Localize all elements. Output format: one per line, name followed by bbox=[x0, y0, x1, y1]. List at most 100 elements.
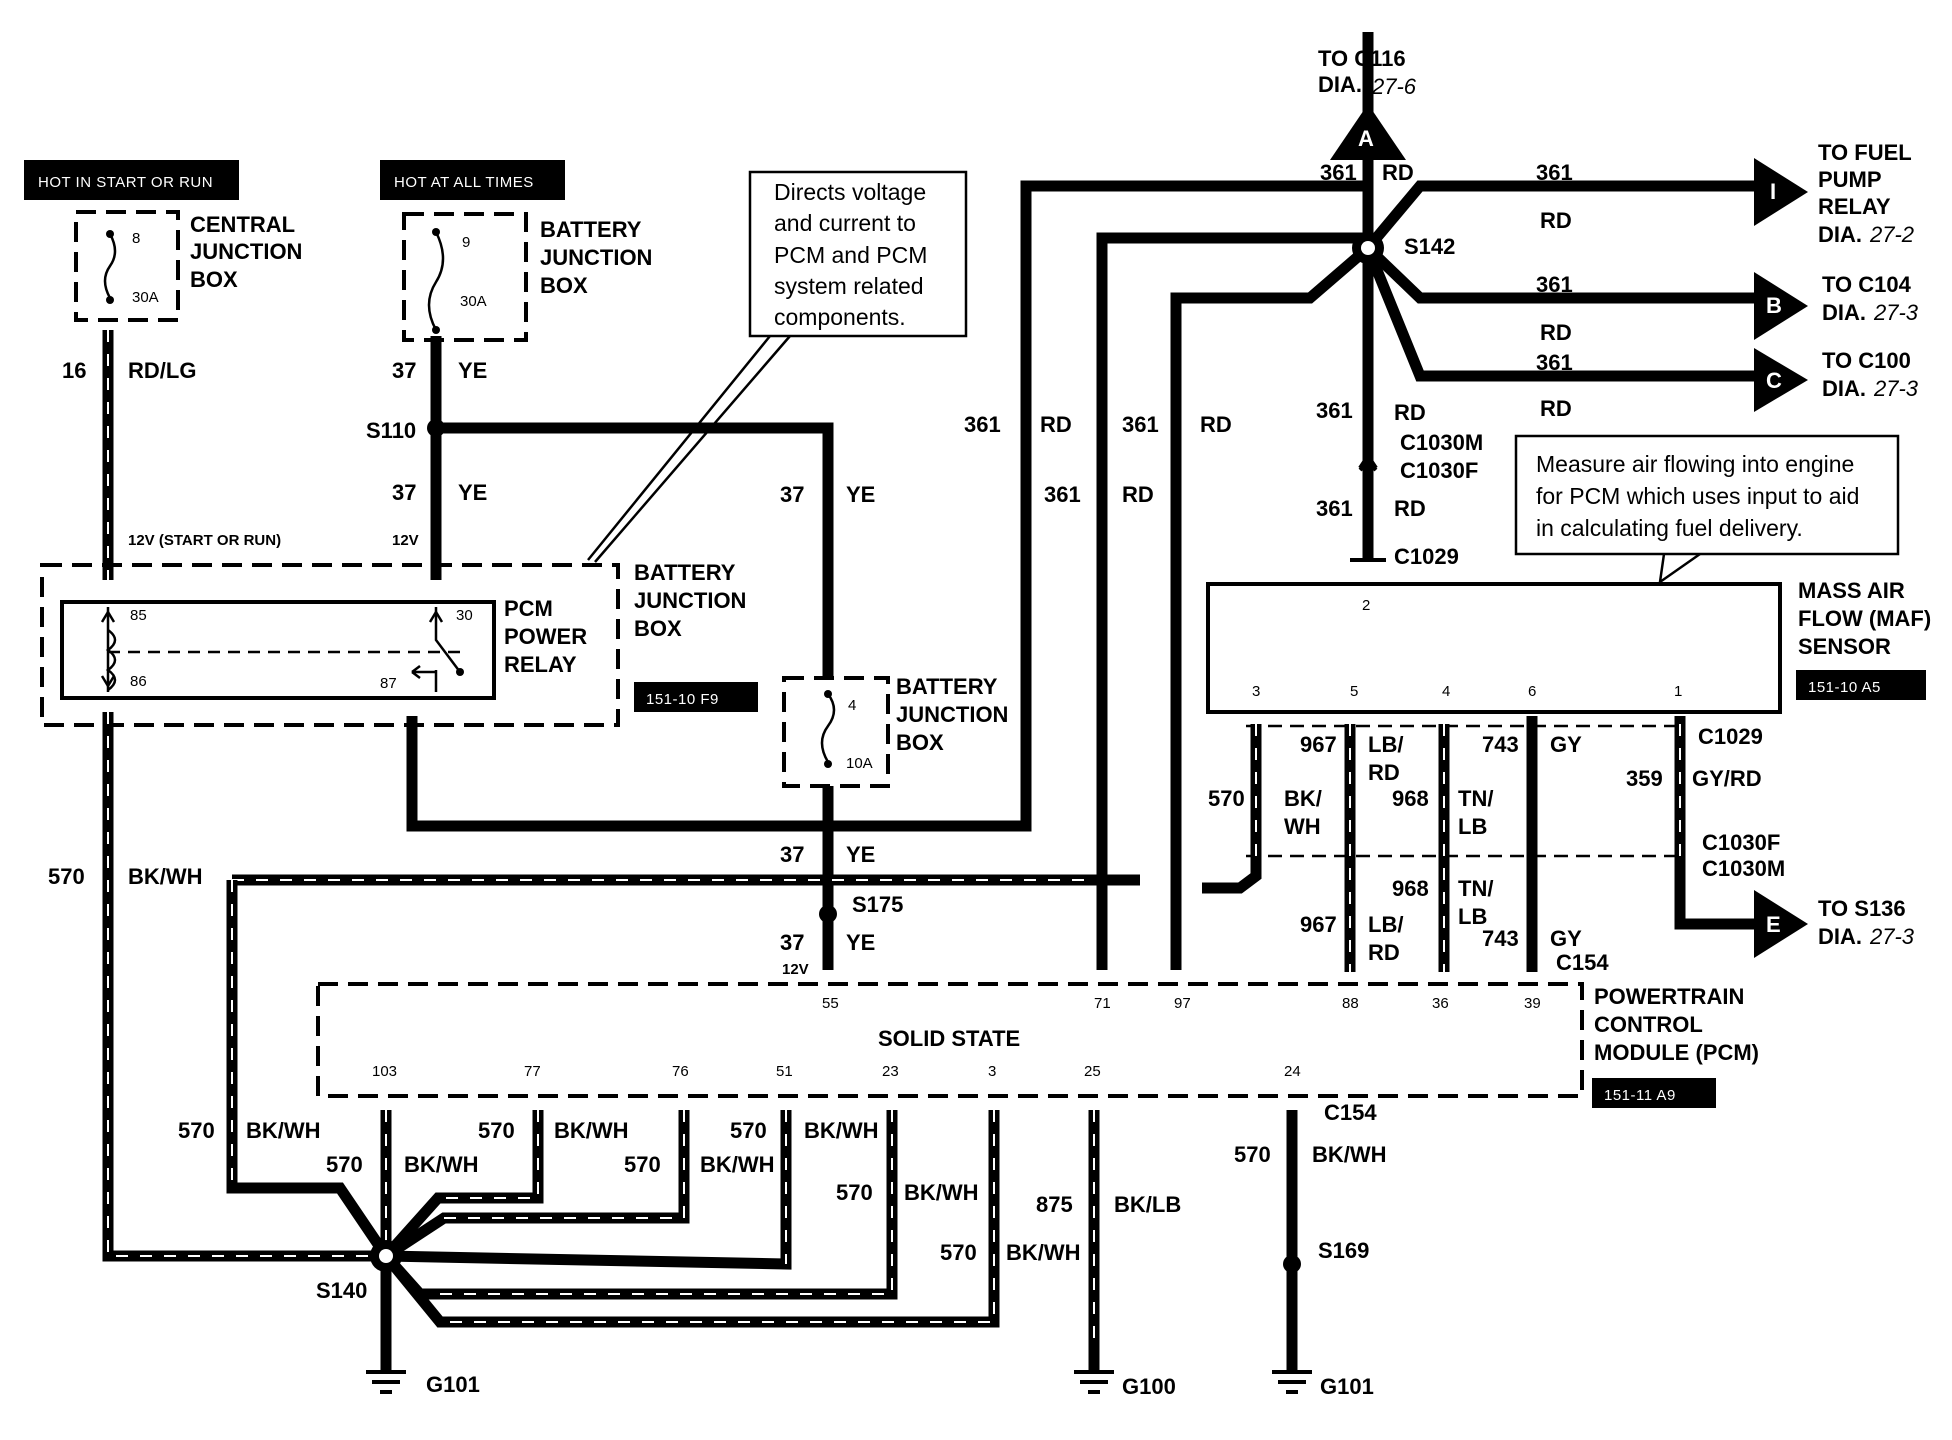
svg-text:361: 361 bbox=[1316, 496, 1353, 521]
c1030-connector-mark bbox=[1358, 454, 1378, 472]
svg-text:37: 37 bbox=[780, 482, 804, 507]
svg-text:85: 85 bbox=[130, 607, 147, 624]
svg-text:30A: 30A bbox=[132, 289, 159, 306]
svg-text:37: 37 bbox=[780, 930, 804, 955]
svg-text:570: 570 bbox=[178, 1118, 215, 1143]
hot-start-run-tag: HOT IN START OR RUN bbox=[24, 160, 239, 200]
svg-text:77: 77 bbox=[524, 1063, 541, 1080]
svg-text:39: 39 bbox=[1524, 995, 1541, 1012]
svg-text:97: 97 bbox=[1174, 995, 1191, 1012]
svg-text:87: 87 bbox=[380, 675, 397, 692]
svg-text:components.: components. bbox=[774, 304, 906, 330]
svg-text:PCM: PCM bbox=[504, 596, 553, 621]
svg-text:G100: G100 bbox=[1122, 1374, 1176, 1399]
splice-labels: S110 S175 S142 S140 S169 bbox=[316, 234, 1455, 1303]
battery-junction-box-fuse4: 4 10A BATTERY JUNCTION BOX bbox=[782, 674, 1008, 788]
svg-text:8: 8 bbox=[132, 230, 140, 247]
ground-symbol-g101-right: G101 bbox=[1272, 1370, 1374, 1399]
svg-text:16: 16 bbox=[62, 358, 86, 383]
svg-text:JUNCTION: JUNCTION bbox=[634, 588, 746, 613]
svg-text:361: 361 bbox=[1536, 160, 1573, 185]
battery-junction-box-top: 9 30A BATTERY JUNCTION BOX bbox=[402, 212, 652, 342]
svg-text:RELAY: RELAY bbox=[504, 652, 577, 677]
svg-text:570: 570 bbox=[326, 1152, 363, 1177]
svg-text:S110: S110 bbox=[366, 418, 416, 443]
svg-text:RELAY: RELAY bbox=[1818, 194, 1891, 219]
svg-text:S140: S140 bbox=[316, 1278, 367, 1303]
svg-text:37: 37 bbox=[780, 842, 804, 867]
svg-text:88: 88 bbox=[1342, 995, 1359, 1012]
svg-text:BK/WH: BK/WH bbox=[804, 1118, 879, 1143]
svg-text:BOX: BOX bbox=[540, 273, 588, 298]
svg-text:1: 1 bbox=[1674, 683, 1682, 700]
svg-text:DIA.: DIA. bbox=[1822, 376, 1866, 401]
note-pcm-callout: Directs voltage and current to PCM and P… bbox=[587, 170, 968, 563]
svg-text:MODULE (PCM): MODULE (PCM) bbox=[1594, 1040, 1759, 1065]
svg-text:C1030F: C1030F bbox=[1702, 830, 1780, 855]
svg-text:76: 76 bbox=[672, 1063, 689, 1080]
svg-text:RD: RD bbox=[1200, 412, 1232, 437]
svg-text:361: 361 bbox=[1316, 398, 1353, 423]
svg-text:151-10 A5: 151-10 A5 bbox=[1808, 679, 1881, 696]
svg-text:36: 36 bbox=[1432, 995, 1449, 1012]
maf-connector-lines bbox=[1246, 724, 1680, 858]
svg-text:361: 361 bbox=[1044, 482, 1081, 507]
svg-text:DIA.: DIA. bbox=[1818, 222, 1862, 247]
svg-text:10A: 10A bbox=[846, 755, 873, 772]
svg-text:YE: YE bbox=[458, 480, 487, 505]
svg-text:BATTERY: BATTERY bbox=[540, 217, 642, 242]
svg-text:5: 5 bbox=[1350, 683, 1358, 700]
svg-text:LB: LB bbox=[1458, 814, 1487, 839]
svg-text:71: 71 bbox=[1094, 995, 1111, 1012]
svg-text:BK/WH: BK/WH bbox=[246, 1118, 321, 1143]
svg-text:C1030M: C1030M bbox=[1400, 430, 1483, 455]
svg-text:6: 6 bbox=[1528, 683, 1536, 700]
arrow-c: C TO C100 DIA. 27-3 bbox=[1754, 348, 1919, 412]
svg-text:TO C116: TO C116 bbox=[1318, 46, 1406, 71]
svg-text:TN/: TN/ bbox=[1458, 786, 1493, 811]
svg-text:4: 4 bbox=[848, 697, 856, 714]
svg-text:968: 968 bbox=[1392, 876, 1429, 901]
svg-text:TN/: TN/ bbox=[1458, 876, 1493, 901]
svg-text:3: 3 bbox=[988, 1063, 996, 1080]
svg-text:RD: RD bbox=[1540, 208, 1572, 233]
svg-text:37: 37 bbox=[392, 358, 416, 383]
arrow-b: B TO C104 DIA. 27-3 bbox=[1754, 272, 1919, 340]
ground-symbol-g101-left: G101 bbox=[366, 1370, 480, 1397]
svg-text:DIA.: DIA. bbox=[1318, 72, 1362, 97]
svg-text:Measure air flowing into engin: Measure air flowing into engine bbox=[1536, 451, 1854, 477]
svg-text:DIA.: DIA. bbox=[1818, 924, 1862, 949]
connector-labels: C1030M C1030F C1029 C1029 C1030F C1030M … bbox=[1324, 430, 1785, 1125]
svg-text:DIA.: DIA. bbox=[1822, 300, 1866, 325]
svg-text:BOX: BOX bbox=[896, 730, 944, 755]
svg-text:YE: YE bbox=[846, 930, 875, 955]
svg-text:TO C104: TO C104 bbox=[1822, 272, 1912, 297]
pcm-module: SOLID STATE 12V 55 71 97 88 36 39 103 77… bbox=[316, 961, 1759, 1108]
svg-text:S175: S175 bbox=[852, 892, 903, 917]
svg-text:C: C bbox=[1766, 368, 1782, 393]
maf-sensor: 2 3 5 4 6 1 MASS AIR FLOW (MAF) SENSOR 1… bbox=[1206, 578, 1931, 714]
svg-text:967: 967 bbox=[1300, 912, 1337, 937]
maf-wires bbox=[1202, 716, 1760, 972]
svg-text:GY: GY bbox=[1550, 732, 1582, 757]
svg-text:C1029: C1029 bbox=[1394, 544, 1459, 569]
svg-text:C1030M: C1030M bbox=[1702, 856, 1785, 881]
svg-text:in calculating fuel delivery.: in calculating fuel delivery. bbox=[1536, 515, 1803, 541]
svg-text:GY/RD: GY/RD bbox=[1692, 766, 1762, 791]
svg-text:86: 86 bbox=[130, 673, 147, 690]
svg-text:BATTERY: BATTERY bbox=[634, 560, 736, 585]
svg-text:3: 3 bbox=[1252, 683, 1260, 700]
svg-text:570: 570 bbox=[624, 1152, 661, 1177]
svg-text:BK/WH: BK/WH bbox=[404, 1152, 479, 1177]
svg-text:361: 361 bbox=[964, 412, 1001, 437]
svg-text:BOX: BOX bbox=[634, 616, 682, 641]
svg-text:570: 570 bbox=[836, 1180, 873, 1205]
svg-text:12V: 12V bbox=[392, 532, 419, 549]
arrow-a: A TO C116 DIA. 27-6 bbox=[1318, 46, 1417, 160]
svg-text:BK/: BK/ bbox=[1284, 786, 1322, 811]
svg-text:25: 25 bbox=[1084, 1063, 1101, 1080]
arrow-fuel-pump: I TO FUEL PUMP RELAY DIA. 27-2 bbox=[1754, 140, 1914, 247]
svg-text:LB/: LB/ bbox=[1368, 732, 1403, 757]
svg-text:743: 743 bbox=[1482, 732, 1519, 757]
